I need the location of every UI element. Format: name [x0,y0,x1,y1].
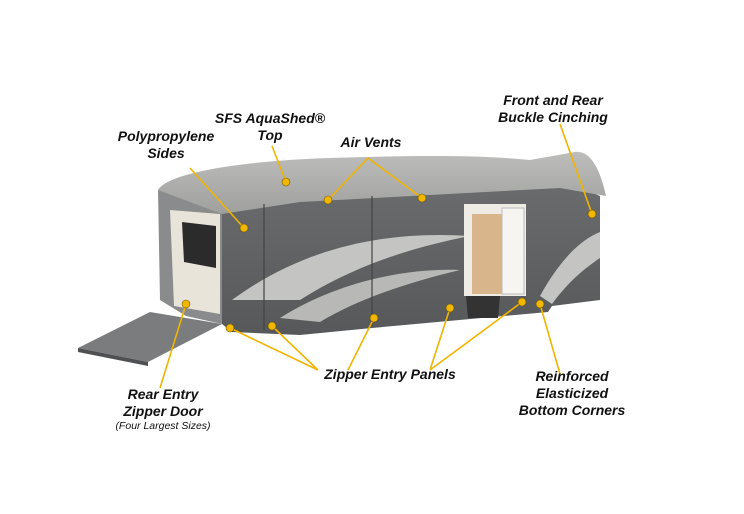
rear-door-interior [182,222,216,268]
label-line: Zipper Door [123,403,203,419]
label-line: Polypropylene [117,128,215,144]
label-zipper-entry-panels: Zipper Entry Panels [324,366,456,382]
label-line: SFS AquaShed® [214,110,326,126]
label-line: Bottom Corners [518,402,626,418]
side-door-interior [472,214,502,294]
callout-dots [181,177,597,333]
label-air-vents: Air Vents [340,134,402,150]
cover-top [158,151,606,214]
entry-steps [466,296,500,318]
label-reinforced-corners: Reinforced Elasticized Bottom Corners [506,368,638,419]
label-rear-entry-zipper-door: Rear Entry Zipper Door (Four Largest Siz… [94,386,232,433]
side-door-frame [501,207,525,295]
rear-ramp [78,312,222,362]
swoosh-graphic [280,269,460,322]
label-aquashed-top: SFS AquaShed® Top [206,110,334,144]
callout-lines [159,123,593,389]
label-line: Front and Rear [503,92,603,108]
label-line: Reinforced [535,368,609,384]
swoosh-graphic [540,232,600,304]
label-front-rear-buckle: Front and Rear Buckle Cinching [488,92,618,126]
label-polypropylene-sides: Polypropylene Sides [98,128,234,162]
label-line: Sides [147,145,185,161]
rear-ramp-edge [78,348,148,366]
label-line: Top [257,127,283,143]
label-line: Elasticized [535,385,609,401]
swoosh-graphic [232,234,470,300]
label-line: Buckle Cinching [498,109,608,125]
label-line: Rear Entry [127,386,199,402]
label-footnote: (Four Largest Sizes) [115,420,211,432]
